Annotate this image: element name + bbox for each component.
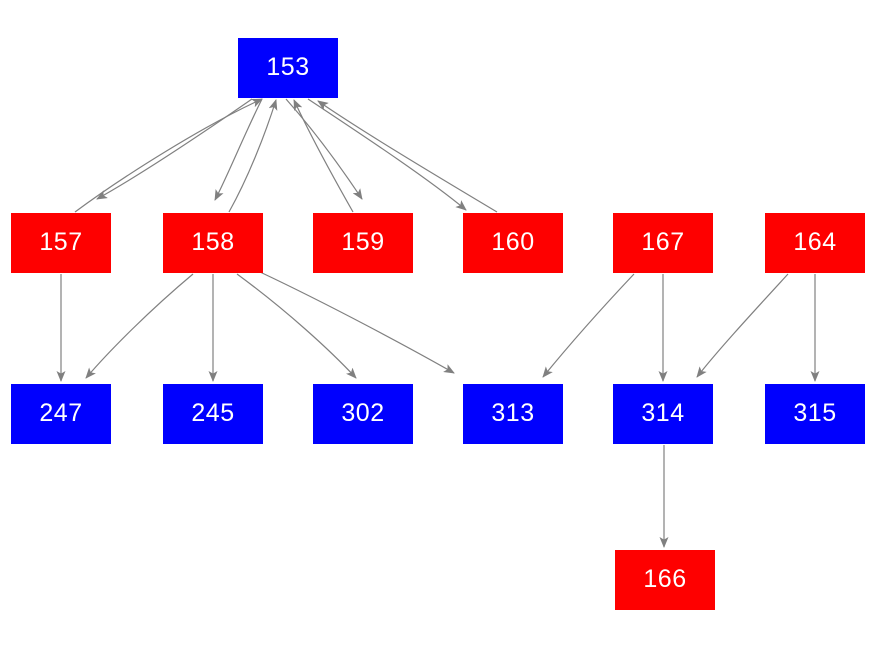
graph-node-label: 153 (266, 52, 310, 81)
graph-node-label: 164 (793, 227, 837, 256)
graph-edge-153-to-160 (307, 98, 467, 211)
graph-node-label: 313 (491, 398, 535, 427)
graph-node-247[interactable]: 247 (11, 384, 111, 444)
graph-node-label: 158 (191, 227, 235, 256)
graph-node-315[interactable]: 315 (765, 384, 865, 444)
graph-edge-167-to-313 (542, 273, 635, 378)
graph-node-159[interactable]: 159 (313, 213, 413, 273)
graph-node-label: 315 (793, 398, 837, 427)
graph-node-164[interactable]: 164 (765, 213, 865, 273)
graph-node-153[interactable]: 153 (238, 38, 338, 98)
graph-edge-157-to-153 (74, 98, 263, 213)
graph-node-label: 166 (643, 564, 687, 593)
graph-node-167[interactable]: 167 (613, 213, 713, 273)
graph-node-245[interactable]: 245 (163, 384, 263, 444)
graph-edge-153-to-158 (214, 98, 263, 201)
graph-node-160[interactable]: 160 (463, 213, 563, 273)
graph-edge-159-to-153 (293, 99, 354, 213)
graph-node-label: 245 (191, 398, 235, 427)
graph-edge-158-to-302 (236, 273, 357, 379)
graph-node-label: 314 (641, 398, 685, 427)
graph-node-313[interactable]: 313 (463, 384, 563, 444)
graph-node-302[interactable]: 302 (313, 384, 413, 444)
graph-node-158[interactable]: 158 (163, 213, 263, 273)
edge-group (56, 98, 820, 548)
graph-edge-158-to-247 (85, 273, 194, 379)
graph-node-314[interactable]: 314 (613, 384, 713, 444)
graph-node-label: 167 (641, 227, 685, 256)
graph-edge-158-to-313 (259, 271, 455, 374)
graph-edge-158-to-153 (228, 99, 278, 213)
graph-edge-153-to-157 (96, 98, 253, 200)
graph-node-label: 247 (39, 398, 83, 427)
graph-node-label: 157 (39, 227, 83, 256)
graph-edge-164-to-314 (696, 273, 789, 378)
graph-node-label: 159 (341, 227, 385, 256)
graph-node-157[interactable]: 157 (11, 213, 111, 273)
graph-node-label: 160 (491, 227, 535, 256)
graph-node-label: 302 (341, 398, 385, 427)
graph-edge-153-to-159 (285, 98, 363, 200)
graph-edge-160-to-153 (317, 100, 498, 213)
graph-node-166[interactable]: 166 (615, 550, 715, 610)
